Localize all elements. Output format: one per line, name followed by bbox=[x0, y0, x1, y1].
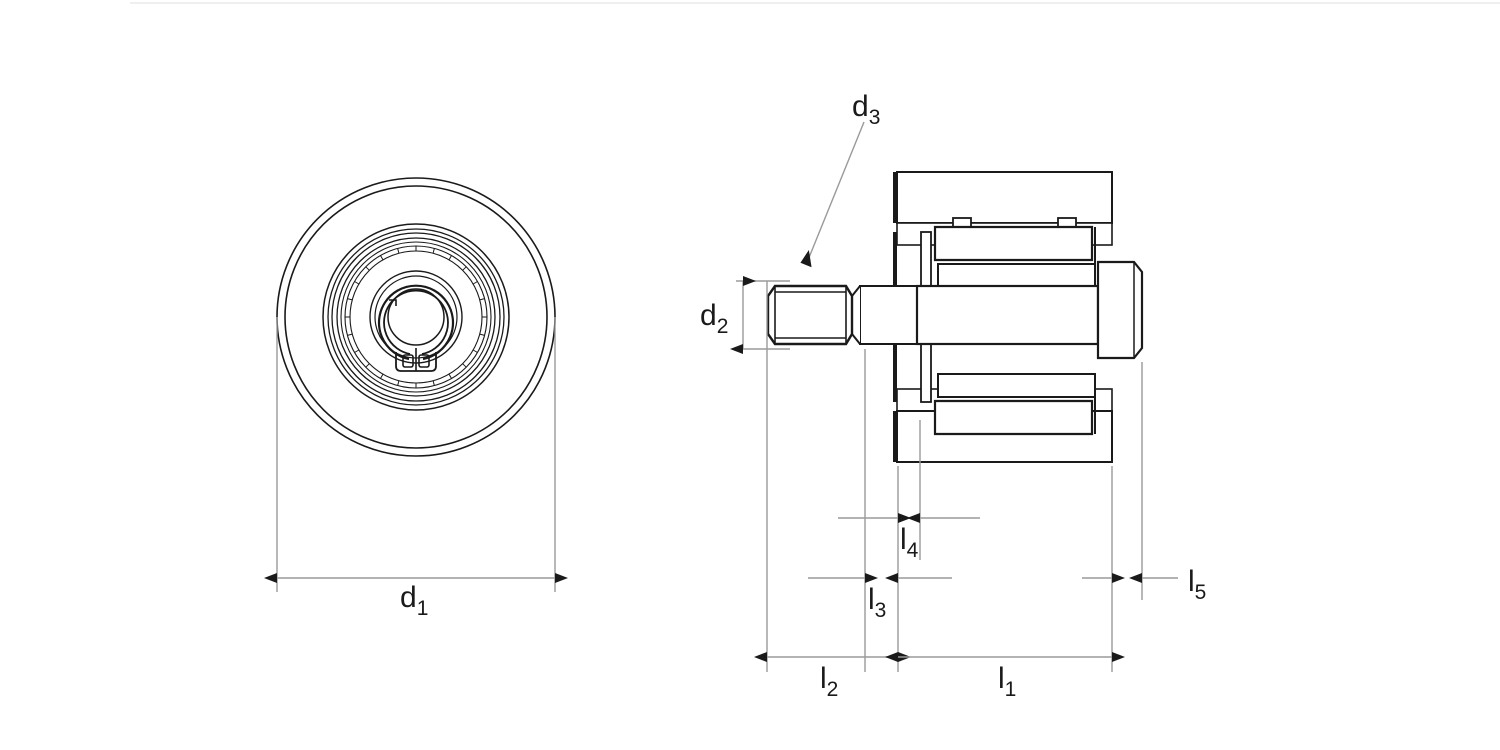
dimension-label-l4: l4 bbox=[900, 523, 919, 562]
dimension-label-l3: l3 bbox=[868, 583, 886, 622]
needle-roller-band-lower bbox=[937, 373, 1096, 398]
dimension-label-d3: d3 bbox=[852, 90, 880, 129]
front-view-group: d1 bbox=[264, 177, 568, 620]
stud-shank-large bbox=[859, 285, 921, 345]
circlip-inner-arc bbox=[383, 289, 449, 355]
dimension-label-l1: l1 bbox=[998, 662, 1016, 701]
end-cap bbox=[1096, 260, 1144, 360]
roller-face-circle-inner bbox=[327, 228, 505, 406]
roller-outer-circle bbox=[276, 177, 556, 457]
cage-web-upper-left bbox=[920, 231, 932, 291]
circlip-notch bbox=[389, 299, 397, 306]
dimension-label-d2: d2 bbox=[700, 299, 728, 338]
circlip-lug-hole-right bbox=[418, 354, 430, 368]
section-view-group: d2 d3 l4 l3 l5 l2 l1 bbox=[700, 90, 1206, 701]
needle-roller-band-upper bbox=[937, 263, 1096, 288]
seal-tab-upper-right bbox=[1057, 217, 1077, 228]
d3-leader-line bbox=[800, 121, 865, 268]
end-cap-body bbox=[1096, 260, 1144, 360]
seal-tab-upper-left bbox=[952, 217, 972, 228]
retaining-ring bbox=[377, 284, 455, 372]
dimension-label-l5: l5 bbox=[1188, 565, 1206, 604]
roller-tread-circle bbox=[284, 185, 548, 449]
seal-ring-mid bbox=[336, 237, 496, 397]
dimension-label-l2: l2 bbox=[820, 662, 838, 701]
stud-shaft bbox=[766, 284, 1100, 346]
circlip-lug-hole-left bbox=[402, 354, 414, 368]
dimension-label-d1: d1 bbox=[400, 581, 428, 620]
cage-web-lower-left bbox=[920, 343, 932, 403]
stud-inner-ring-core bbox=[915, 284, 1100, 346]
outer-ring-upper-block bbox=[896, 171, 1113, 224]
raceway-plate-upper-outer bbox=[933, 225, 1094, 262]
stud-threaded-end bbox=[766, 284, 854, 346]
seal-ring-inner bbox=[340, 241, 492, 393]
cage-pocket-ticks bbox=[345, 246, 487, 388]
seal-ring-outer bbox=[331, 232, 501, 402]
raceway-plate-lower-outer bbox=[933, 399, 1094, 436]
roller-face-circle-outer bbox=[322, 223, 510, 411]
bore-circle bbox=[387, 288, 445, 346]
circlip-outer-arc bbox=[377, 284, 455, 361]
